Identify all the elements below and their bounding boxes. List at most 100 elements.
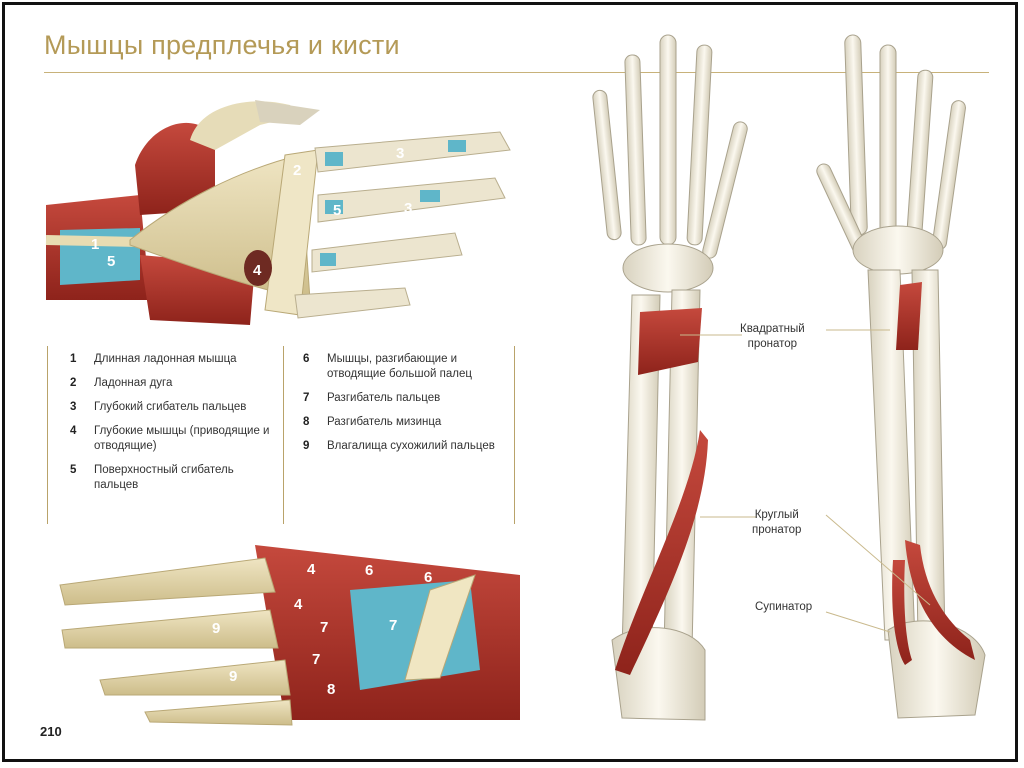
back-label-6a: 6 bbox=[365, 562, 373, 579]
bone-digit-1 bbox=[592, 89, 622, 241]
palm-label-5a: 5 bbox=[107, 253, 115, 270]
bone-digit-4 bbox=[686, 44, 713, 246]
back-label-9b: 9 bbox=[229, 668, 237, 685]
thumb-tip bbox=[255, 100, 320, 125]
back-label-8: 8 bbox=[327, 681, 335, 698]
legend-item: 9 Влагалища сухожилий пальцев bbox=[303, 439, 513, 454]
legend-num: 6 bbox=[303, 353, 310, 365]
back-finger-3 bbox=[99, 659, 291, 696]
extensor-retinaculum bbox=[404, 574, 476, 681]
legend-num: 9 bbox=[303, 440, 310, 452]
palmaris-longus-tendon bbox=[45, 235, 141, 247]
sheath-middle bbox=[325, 200, 343, 214]
back-label-6b: 6 bbox=[424, 569, 432, 586]
pronator-teres-back bbox=[892, 560, 912, 665]
legend-item: 6 Мышцы, разгибающие и отводящие большой … bbox=[303, 352, 513, 382]
legend-text: Глубокие мышцы (приводящие и отводящие) bbox=[94, 425, 270, 452]
callout-supinator-text: Супинатор bbox=[755, 601, 813, 613]
legend-text: Длинная ладонная мышца bbox=[94, 353, 237, 365]
legend-column-1: 1 Длинная ладонная мышца 2 Ладонная дуга 3… bbox=[70, 352, 275, 502]
legend-text: Ладонная дуга bbox=[94, 377, 173, 389]
back-label-7c: 7 bbox=[312, 651, 320, 668]
finger-index bbox=[314, 131, 511, 173]
legend-num: 4 bbox=[70, 425, 77, 437]
back-label-7b: 7 bbox=[389, 617, 397, 634]
back-label-7a: 7 bbox=[320, 619, 328, 636]
back-label-4b: 4 bbox=[294, 596, 303, 613]
legend-item: 2 Ладонная дуга bbox=[70, 376, 275, 391]
forearm-skeleton-front bbox=[592, 34, 756, 721]
legend-num: 7 bbox=[303, 392, 310, 404]
back-label-9a: 9 bbox=[212, 620, 220, 637]
legend-text: Разгибатель мизинца bbox=[327, 416, 442, 428]
bone2-digit-4 bbox=[932, 100, 966, 250]
palm-label-1: 1 bbox=[91, 236, 99, 253]
palm-finger-sheaths bbox=[320, 140, 466, 266]
legend-text: Глубокий сгибатель пальцев bbox=[94, 401, 247, 413]
legend-item: 4 Глубокие мышцы (приводящие и отводящие) bbox=[70, 424, 275, 454]
palm-label-5b: 5 bbox=[333, 202, 341, 219]
legend-num: 2 bbox=[70, 377, 77, 389]
pronator-quadratus-muscle bbox=[638, 308, 702, 375]
finger-middle bbox=[317, 177, 506, 223]
back-hand-illustration: 4 4 6 6 7 7 7 8 9 9 bbox=[59, 545, 520, 726]
palm-fingers bbox=[294, 131, 511, 319]
legend-item: 1 Длинная ладонная мышца bbox=[70, 352, 275, 367]
back-label-4a: 4 bbox=[307, 561, 316, 578]
callout-quadratus-text: Квадратный пронатор bbox=[740, 323, 805, 350]
legend-item: 8 Разгибатель мизинца bbox=[303, 415, 513, 430]
carpal-bones-front bbox=[622, 243, 714, 293]
legend-item: 5 Поверхностный сгибатель пальцев bbox=[70, 463, 275, 493]
legend-item: 7 Разгибатель пальцев bbox=[303, 391, 513, 406]
back-finger-1 bbox=[59, 557, 276, 606]
bone-digit-3 bbox=[659, 34, 677, 246]
callout-teres-text: Круглый пронатор bbox=[752, 509, 802, 536]
back-fingers bbox=[59, 557, 293, 726]
legend-text: Поверхностный сгибатель пальцев bbox=[94, 464, 234, 491]
palm-illustration: 1 2 3 3 4 5 5 bbox=[45, 100, 511, 325]
sheath-ring bbox=[320, 253, 336, 266]
sheath-index-distal bbox=[448, 140, 466, 152]
legend-num: 3 bbox=[70, 401, 77, 413]
palm-label-4: 4 bbox=[253, 262, 262, 279]
bone2-digit-3 bbox=[905, 69, 934, 251]
legend-text: Мышцы, разгибающие и отводящие большой п… bbox=[327, 353, 472, 380]
legend-num: 5 bbox=[70, 464, 77, 476]
callout-teres: Круглый пронатор bbox=[752, 508, 801, 538]
sheath-index bbox=[325, 152, 343, 166]
finger-little bbox=[294, 287, 411, 319]
back-finger-2 bbox=[61, 609, 279, 649]
bone-digit-5 bbox=[702, 121, 748, 259]
supinator-muscle-back bbox=[905, 540, 975, 660]
title-divider bbox=[44, 72, 989, 73]
legend-item: 3 Глубокий сгибатель пальцев bbox=[70, 400, 275, 415]
callout-supinator: Супинатор bbox=[755, 600, 812, 615]
sheath-middle-distal bbox=[420, 190, 440, 202]
palm-label-2: 2 bbox=[293, 162, 301, 179]
pronator-quadratus-back bbox=[896, 282, 922, 350]
page-number: 210 bbox=[40, 724, 62, 739]
bone2-digit-2 bbox=[879, 44, 897, 246]
pronator-teres-muscle bbox=[615, 430, 708, 675]
carpal-bones-back bbox=[852, 225, 944, 275]
thenar-muscles bbox=[135, 122, 215, 215]
callout-line-supinator bbox=[825, 611, 891, 633]
legend-text: Разгибатель пальцев bbox=[327, 392, 441, 404]
deep-muscle-oval bbox=[244, 250, 272, 286]
legend-text: Влагалища сухожилий пальцев bbox=[327, 440, 495, 452]
palm-label-3b: 3 bbox=[404, 200, 412, 217]
callout-line-teres-2 bbox=[825, 514, 931, 606]
back-finger-4 bbox=[144, 699, 293, 726]
legend-divider-left bbox=[47, 346, 48, 524]
legend-divider-middle bbox=[283, 346, 284, 524]
legend-divider-right bbox=[514, 346, 515, 524]
legend-num: 8 bbox=[303, 416, 310, 428]
finger-ring bbox=[311, 232, 463, 273]
forearm-skeleton-back bbox=[816, 34, 986, 719]
bone-digit-2 bbox=[624, 54, 647, 246]
legend-column-2: 6 Мышцы, разгибающие и отводящие большой … bbox=[303, 352, 513, 463]
callout-quadratus: Квадратный пронатор bbox=[740, 322, 805, 352]
palm-label-3a: 3 bbox=[396, 145, 404, 162]
legend-num: 1 bbox=[70, 353, 77, 365]
